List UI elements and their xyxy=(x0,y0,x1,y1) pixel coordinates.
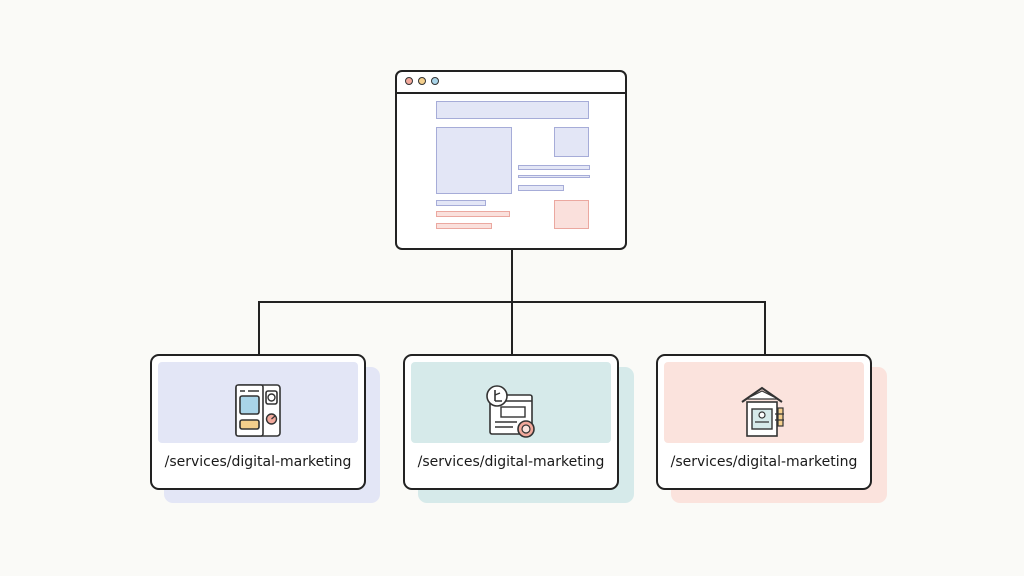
analytics-window-icon xyxy=(486,385,535,438)
card-url-label: /services/digital-marketing xyxy=(417,454,605,470)
card-illustration-area xyxy=(158,362,358,443)
wireframe-text-line xyxy=(436,211,510,217)
wireframe-text-line xyxy=(518,185,564,191)
card-illustration-area xyxy=(411,362,611,443)
card-url-label: /services/digital-marketing xyxy=(670,454,858,470)
wireframe-header-bar xyxy=(436,101,589,119)
house-icon xyxy=(741,386,784,437)
window-dot-yellow xyxy=(418,77,426,85)
wireframe-cta-block xyxy=(554,200,589,229)
window-dot-red xyxy=(405,77,413,85)
wireframe-hero-image xyxy=(436,127,512,194)
wireframe-text-line xyxy=(436,223,492,229)
wireframe-text-line xyxy=(436,200,486,206)
child-page-card-1[interactable]: /services/digital-marketing xyxy=(150,354,366,490)
card-url-label: /services/digital-marketing xyxy=(164,454,352,470)
child-page-card-3[interactable]: /services/digital-marketing xyxy=(656,354,872,490)
dashboard-icon xyxy=(235,384,281,437)
wireframe-text-line xyxy=(518,165,590,170)
browser-title-bar xyxy=(397,72,625,94)
wireframe-text-line xyxy=(518,175,590,178)
root-page-window xyxy=(395,70,627,250)
wireframe-side-image xyxy=(554,127,589,157)
card-illustration-area xyxy=(664,362,864,443)
window-dot-blue xyxy=(431,77,439,85)
child-page-card-2[interactable]: /services/digital-marketing xyxy=(403,354,619,490)
